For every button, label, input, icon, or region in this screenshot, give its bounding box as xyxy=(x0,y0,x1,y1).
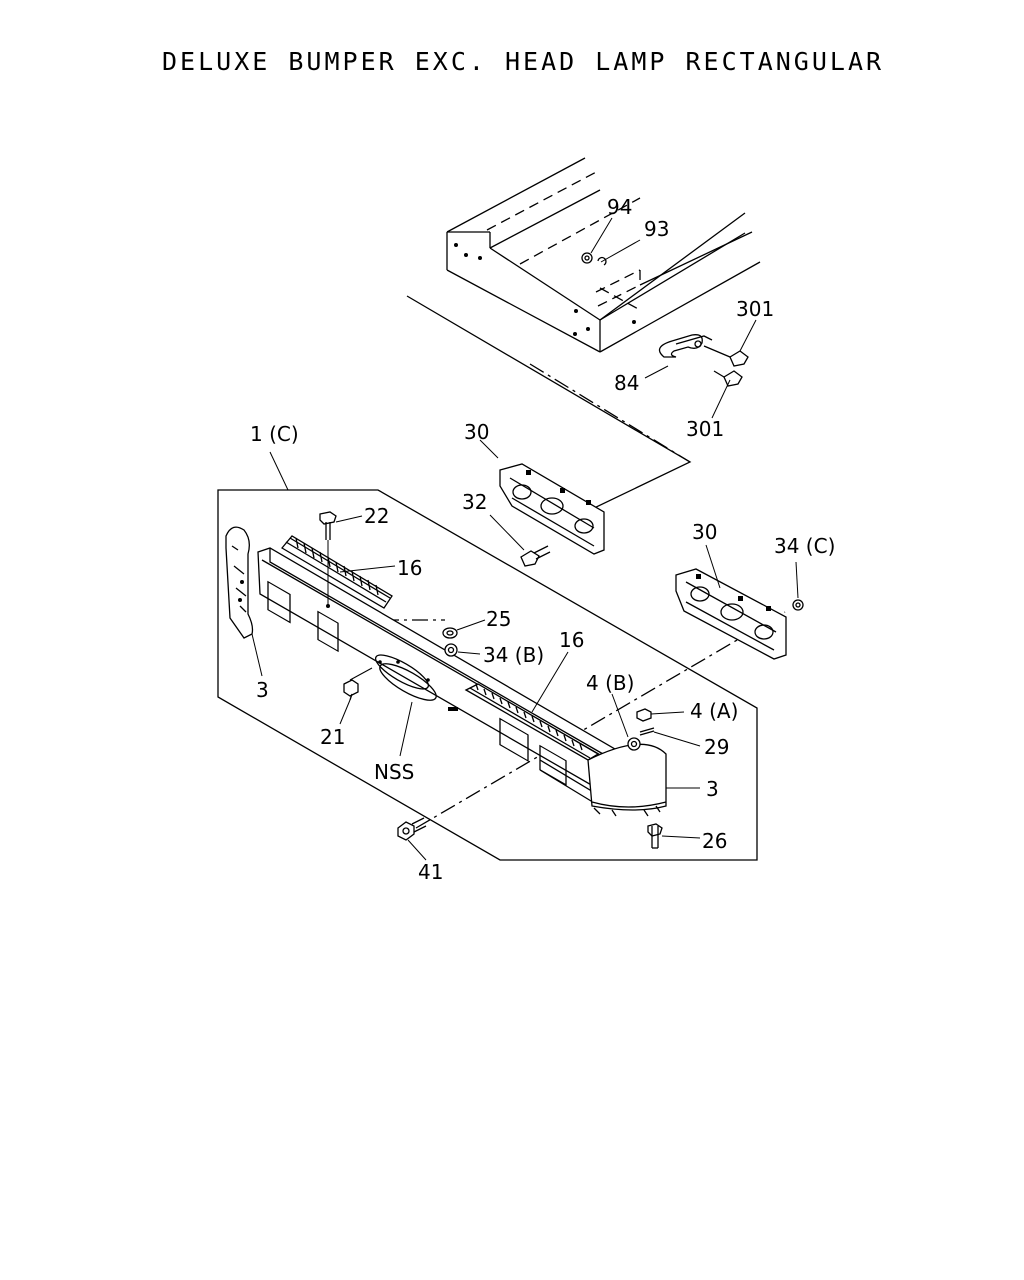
centerline-upper xyxy=(529,363,691,463)
bolt-301-upper-icon xyxy=(703,345,749,367)
callout-29: 29 xyxy=(704,735,729,759)
leader-41 xyxy=(407,839,427,861)
leader-30b xyxy=(705,544,721,589)
callout-301-upper: 301 xyxy=(736,297,774,321)
bracket-30-lower xyxy=(675,568,787,660)
leader-4b xyxy=(611,693,629,738)
step-pad-16-lower xyxy=(464,683,600,761)
reference-line xyxy=(406,295,692,511)
callout-30-lower: 30 xyxy=(692,520,717,544)
bumper-bar xyxy=(257,547,622,805)
bolt-32-icon xyxy=(520,545,551,567)
leader-25 xyxy=(456,619,486,631)
leader-16b xyxy=(531,651,569,713)
leader-21 xyxy=(339,699,351,725)
leader-84 xyxy=(644,365,669,379)
callout-25: 25 xyxy=(486,607,511,631)
leader-94 xyxy=(590,217,613,254)
leader-26 xyxy=(661,835,701,839)
frame-rails xyxy=(446,157,761,353)
callout-301-lower: 301 xyxy=(686,417,724,441)
callout-93: 93 xyxy=(644,217,669,241)
callout-3-left: 3 xyxy=(256,678,269,702)
nut-94-icon xyxy=(581,252,593,264)
centerline-lower xyxy=(415,611,786,829)
callout-1c: 1 (C) xyxy=(250,422,299,446)
leader-nss xyxy=(399,701,413,757)
leader-29 xyxy=(653,731,701,747)
callout-4b: 4 (B) xyxy=(586,671,634,695)
callout-30-upper: 30 xyxy=(464,420,489,444)
leader-4a xyxy=(650,711,685,715)
bracket-30-upper xyxy=(499,463,605,555)
clip-21-icon xyxy=(343,679,359,701)
callout-22: 22 xyxy=(364,504,389,528)
leader-30a xyxy=(479,439,499,459)
leader-34b xyxy=(457,651,481,655)
leader-301b xyxy=(711,379,731,419)
bolt-26-icon xyxy=(647,823,663,849)
bolt-41-icon xyxy=(397,817,427,841)
assembly-1c-boundary xyxy=(217,489,758,861)
callout-32: 32 xyxy=(462,490,487,514)
leader-1c xyxy=(269,451,289,491)
end-cap-3-left xyxy=(225,526,254,639)
washer-25-icon xyxy=(442,627,458,639)
nut-34b-icon xyxy=(444,643,458,657)
leader-301a xyxy=(739,319,757,352)
callout-41: 41 xyxy=(418,860,443,884)
leader-93 xyxy=(600,239,641,263)
washer-29-icon xyxy=(639,727,655,736)
end-cap-3-right xyxy=(587,743,667,817)
bolt-22-icon xyxy=(319,511,337,608)
leader-16a xyxy=(339,565,396,573)
tow-hook-icon xyxy=(658,334,713,358)
leader-22 xyxy=(335,515,363,523)
leader-32 xyxy=(489,514,525,551)
diagram-title: DELUXE BUMPER EXC. HEAD LAMP RECTANGULAR xyxy=(162,47,884,76)
callout-34c: 34 (C) xyxy=(774,534,835,558)
callout-3-right: 3 xyxy=(706,777,719,801)
washer-93-icon xyxy=(597,256,607,266)
callout-21: 21 xyxy=(320,725,345,749)
callout-nss: NSS xyxy=(374,760,414,784)
callout-16-lower: 16 xyxy=(559,628,584,652)
callout-94: 94 xyxy=(607,195,632,219)
callout-84: 84 xyxy=(614,371,639,395)
nut-4b-icon xyxy=(627,737,641,751)
nut-4a-icon xyxy=(636,708,652,722)
callout-34b: 34 (B) xyxy=(483,643,544,667)
leader-nss-slot xyxy=(349,667,373,681)
callout-16-upper: 16 xyxy=(397,556,422,580)
callout-26: 26 xyxy=(702,829,727,853)
callout-4a: 4 (A) xyxy=(690,699,738,723)
nut-34c-icon xyxy=(792,599,804,611)
leader-3a xyxy=(251,633,263,677)
step-pad-16-upper xyxy=(281,535,393,609)
leader-34c xyxy=(795,561,799,599)
